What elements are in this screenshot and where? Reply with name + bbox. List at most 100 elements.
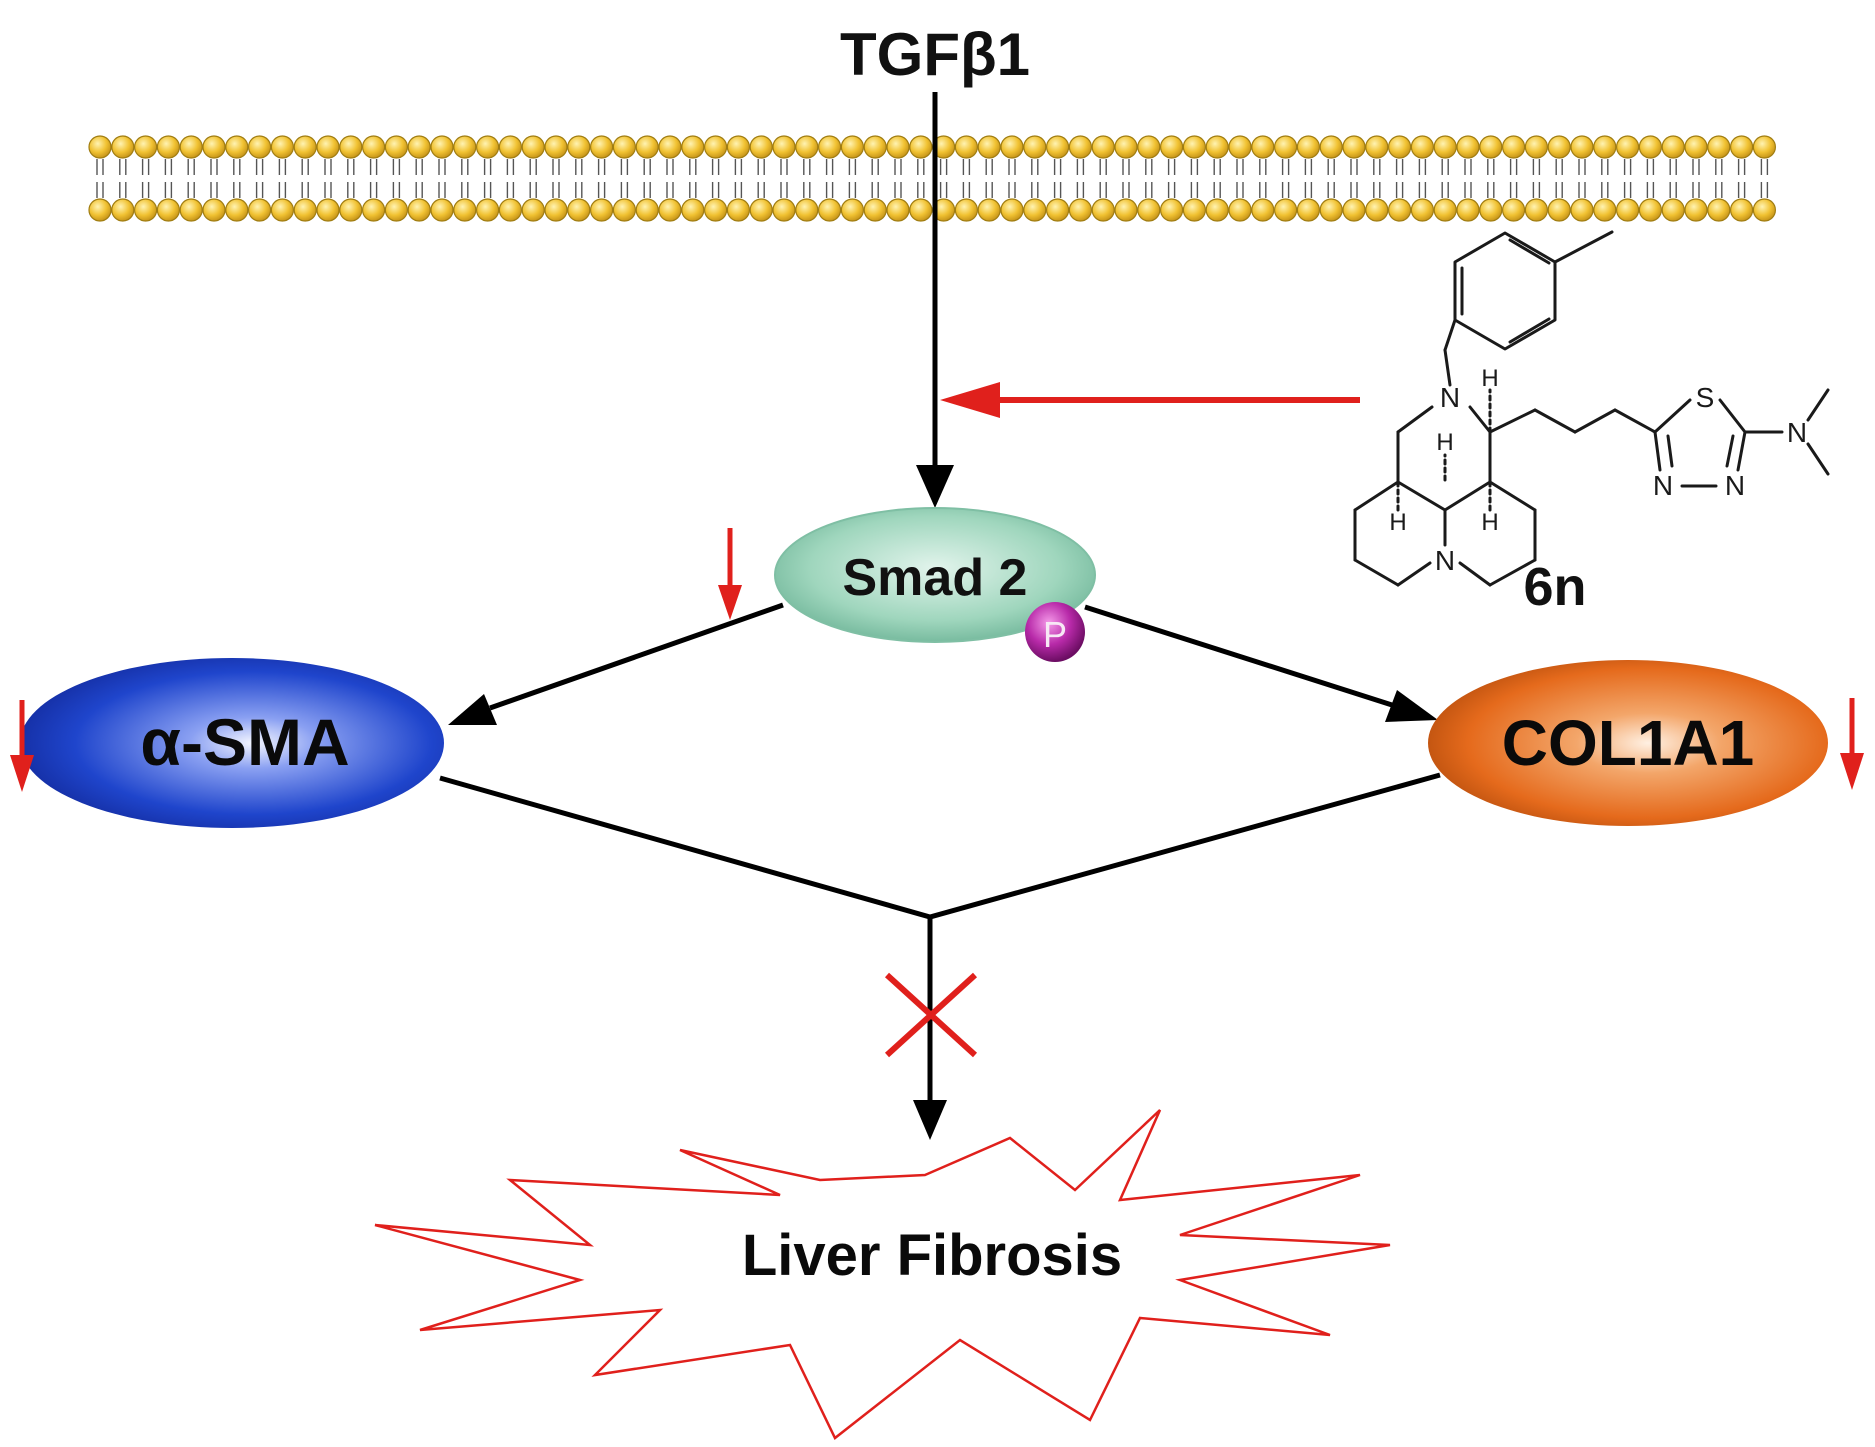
atom-h-1: H bbox=[1481, 365, 1498, 392]
lipid-head bbox=[339, 135, 363, 159]
lipid-head bbox=[362, 135, 386, 159]
atom-dash: – bbox=[1694, 472, 1707, 497]
atom-n-ring-a: N bbox=[1653, 470, 1673, 501]
lipid-head bbox=[1638, 135, 1663, 159]
lipid-head bbox=[1707, 135, 1731, 159]
lipid-head bbox=[635, 135, 659, 159]
lipid-head bbox=[1228, 135, 1252, 159]
lipid-head bbox=[88, 135, 112, 159]
smad-to-asma-arrowhead bbox=[448, 694, 497, 725]
lipid-head bbox=[134, 198, 158, 222]
lipid-head bbox=[1410, 198, 1435, 222]
lipid-head bbox=[703, 198, 728, 222]
lipid-head bbox=[134, 135, 158, 159]
lipid-head bbox=[1091, 198, 1115, 222]
ligand-label: TGFβ1 bbox=[840, 21, 1030, 88]
lipid-head bbox=[1752, 198, 1777, 222]
lipid-head bbox=[1205, 135, 1229, 159]
lipid-head bbox=[703, 135, 728, 159]
lipid-head bbox=[1137, 135, 1161, 159]
lipid-head bbox=[589, 135, 614, 159]
lipid-head bbox=[567, 198, 591, 222]
convergence-lines bbox=[439, 772, 1441, 920]
smad-to-col1a1-arrow-shaft bbox=[1084, 604, 1393, 708]
lipid-head bbox=[1456, 198, 1480, 222]
lipid-head bbox=[407, 135, 431, 159]
lipid-head bbox=[954, 198, 979, 222]
lipid-head bbox=[430, 198, 454, 222]
atom-n-bottom: N bbox=[1435, 545, 1455, 576]
lipid-head bbox=[1068, 198, 1093, 222]
lipid-head bbox=[225, 198, 249, 222]
lipid-head bbox=[88, 198, 112, 222]
lipid-head bbox=[476, 198, 500, 222]
smad2-ellipse bbox=[774, 507, 1096, 643]
lipid-head bbox=[248, 198, 272, 222]
lipid-head bbox=[1296, 198, 1321, 222]
lipid-head bbox=[1661, 198, 1685, 222]
lipid-head bbox=[384, 198, 408, 222]
smad2-decrease-arrow bbox=[718, 528, 742, 620]
lipid-head bbox=[293, 135, 317, 159]
lipid-head bbox=[1479, 135, 1503, 159]
lipid-head bbox=[1752, 135, 1777, 159]
lipid-head bbox=[1159, 198, 1184, 222]
atom-n-top: N bbox=[1440, 382, 1460, 413]
lipid-head bbox=[612, 135, 637, 159]
lipid-head bbox=[293, 198, 317, 222]
lipid-head bbox=[840, 198, 865, 222]
lipid-head bbox=[179, 135, 203, 159]
smad-to-col1a1-arrowhead bbox=[1385, 690, 1438, 722]
lipid-head bbox=[1524, 135, 1549, 159]
membrane-heads bbox=[88, 135, 1777, 222]
col1a1-ellipse bbox=[1428, 660, 1828, 826]
lipid-head bbox=[179, 198, 203, 222]
lipid-head bbox=[1251, 198, 1275, 222]
lipid-head bbox=[658, 198, 682, 222]
col1a1-label: COL1A1 bbox=[1502, 707, 1755, 779]
lipid-head bbox=[1045, 135, 1070, 159]
compound-6n-structure bbox=[1353, 230, 1830, 587]
lipid-head bbox=[1000, 198, 1024, 222]
asma-decrease-arrow bbox=[10, 700, 34, 792]
lipid-head bbox=[1501, 198, 1526, 222]
lipid-head bbox=[202, 198, 226, 222]
lipid-head bbox=[1433, 135, 1457, 159]
lipid-head bbox=[270, 198, 294, 222]
atom-n-ring-b: N bbox=[1725, 470, 1745, 501]
burst-outline bbox=[374, 1109, 1391, 1440]
lipid-head bbox=[1365, 135, 1389, 159]
lipid-head bbox=[612, 198, 637, 222]
lipid-head bbox=[1137, 198, 1161, 222]
lipid-head bbox=[111, 135, 135, 159]
asma-node: α-SMA bbox=[20, 658, 444, 828]
lipid-head bbox=[772, 135, 796, 159]
lipid-head bbox=[1365, 198, 1389, 222]
lipid-head bbox=[1524, 198, 1549, 222]
lipid-head bbox=[886, 135, 910, 159]
lipid-head bbox=[156, 198, 180, 222]
lipid-head bbox=[795, 135, 819, 159]
lipid-head bbox=[111, 198, 135, 222]
lipid-head bbox=[1593, 198, 1617, 222]
lipid-head bbox=[726, 198, 751, 222]
lipid-head bbox=[1615, 198, 1640, 222]
lipid-head bbox=[1547, 135, 1571, 159]
lipid-head bbox=[589, 198, 614, 222]
lipid-head bbox=[1410, 135, 1435, 159]
lipid-head bbox=[407, 198, 431, 222]
lipid-head bbox=[544, 135, 568, 159]
lipid-head bbox=[453, 198, 477, 222]
lipid-head bbox=[909, 135, 933, 159]
lipid-head bbox=[339, 198, 363, 222]
asma-ellipse bbox=[20, 658, 444, 828]
lipid-head bbox=[1387, 135, 1412, 159]
lipid-head bbox=[1091, 135, 1115, 159]
lipid-head bbox=[1205, 198, 1229, 222]
lipid-head bbox=[1729, 135, 1754, 159]
lipid-head bbox=[498, 135, 522, 159]
lipid-head bbox=[316, 135, 340, 159]
membrane-tails bbox=[96, 159, 1769, 198]
benzene-ring bbox=[1453, 231, 1557, 351]
lipid-head bbox=[1319, 135, 1343, 159]
